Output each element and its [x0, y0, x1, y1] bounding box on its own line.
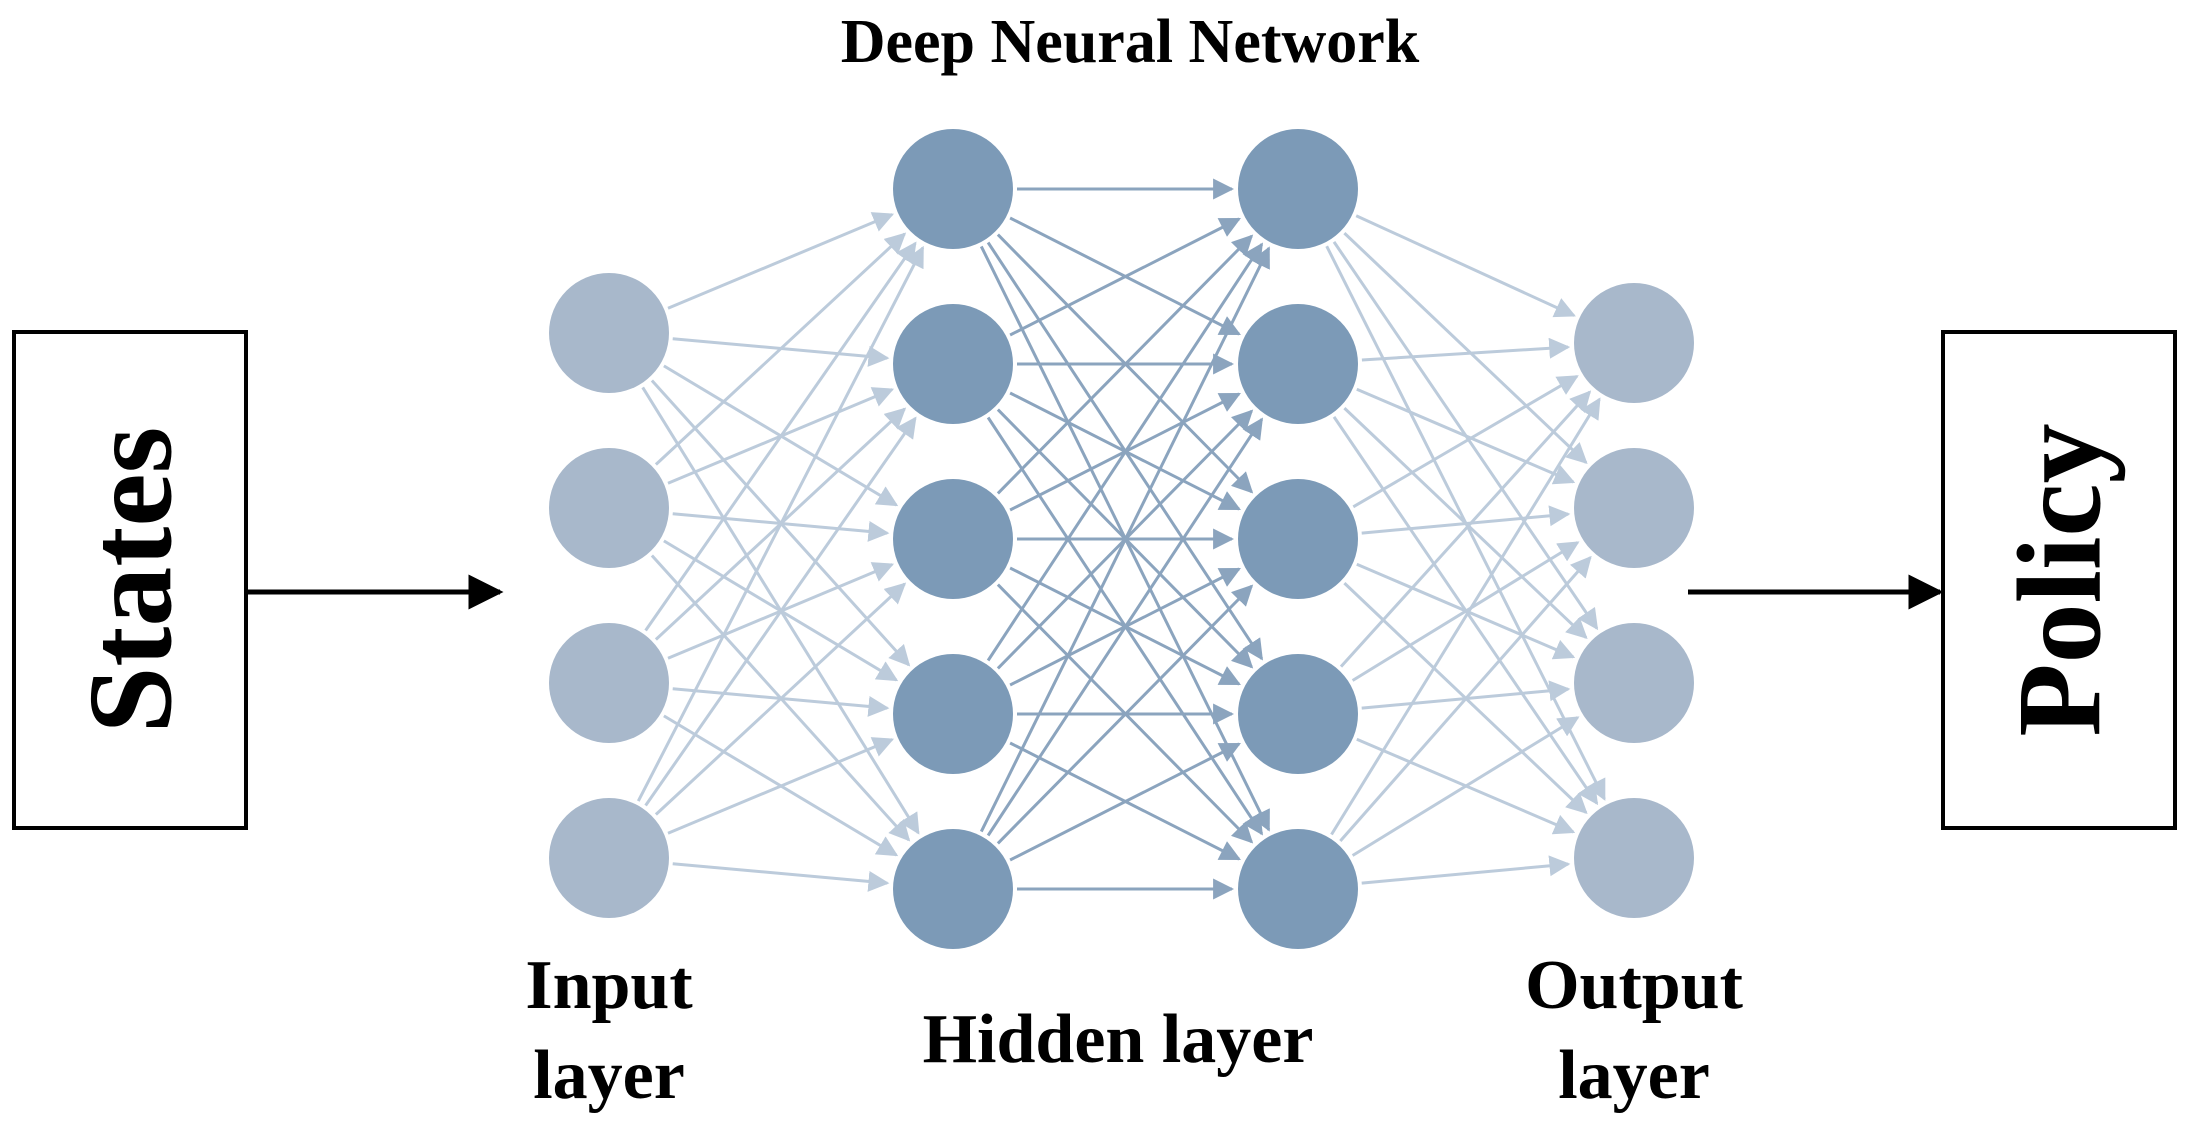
- connection-input-4-to-hidden1-4: [667, 737, 895, 835]
- hidden2-node-2: [1238, 304, 1358, 424]
- output-node-1: [1574, 283, 1694, 403]
- connection-hidden2-5-to-output-1: [1330, 397, 1601, 836]
- connection-hidden2-3-to-output-1: [1352, 375, 1579, 509]
- output-layer-label-line1: Output: [1525, 947, 1743, 1024]
- policy-label: Policy: [1993, 423, 2126, 736]
- connection-hidden2-1-to-output-2: [1343, 232, 1588, 465]
- connection-hidden1-5-to-hidden2-1: [979, 246, 1271, 833]
- hidden1-node-4: [893, 654, 1013, 774]
- connection-input-4-to-hidden1-2: [644, 416, 917, 807]
- hidden1-node-2: [893, 304, 1013, 424]
- hidden2-node-1: [1238, 129, 1358, 249]
- connection-hidden2-2-to-output-2: [1356, 387, 1576, 485]
- input-layer-label-line1: Input: [525, 947, 692, 1024]
- network-connections: [636, 178, 1606, 900]
- input-node-2: [549, 448, 669, 568]
- connection-hidden2-5-to-output-3: [1351, 716, 1580, 857]
- connection-input-4-to-hidden1-5: [672, 862, 890, 892]
- connection-hidden1-5-to-hidden2-3: [996, 584, 1254, 845]
- connection-hidden2-5-to-output-4: [1361, 855, 1571, 885]
- output-node-3: [1574, 623, 1694, 743]
- connection-input-1-to-hidden1-1: [667, 212, 895, 310]
- connection-hidden1-4-to-hidden2-1: [986, 242, 1264, 662]
- input-node-4: [549, 798, 669, 918]
- states-label: States: [64, 427, 197, 734]
- input-node-3: [549, 623, 669, 743]
- connection-hidden2-3-to-output-2: [1361, 505, 1571, 535]
- output-node-4: [1574, 798, 1694, 918]
- connection-hidden2-2-to-output-1: [1361, 337, 1571, 362]
- connection-hidden1-5-to-hidden2-4: [1009, 742, 1241, 862]
- connection-hidden1-2-to-hidden2-1: [1009, 217, 1241, 337]
- connection-input-3-to-hidden1-1: [644, 241, 917, 632]
- connection-hidden2-1-to-output-1: [1355, 214, 1576, 318]
- hidden1-node-3: [893, 479, 1013, 599]
- connection-hidden2-5-to-output-2: [1339, 555, 1592, 842]
- input-layer-label-line2: layer: [533, 1037, 685, 1114]
- output-node-2: [1574, 448, 1694, 568]
- network-nodes: [549, 129, 1694, 949]
- states-box: [12, 330, 248, 830]
- diagram-title: Deep Neural Network: [841, 8, 1420, 76]
- connection-hidden1-5-to-hidden2-2: [986, 417, 1264, 837]
- hidden1-node-1: [893, 129, 1013, 249]
- input-node-1: [549, 273, 669, 393]
- output-layer-label-line2: layer: [1558, 1037, 1710, 1114]
- connection-hidden2-4-to-output-2: [1351, 541, 1580, 682]
- hidden2-node-4: [1238, 654, 1358, 774]
- policy-box: [1941, 330, 2177, 830]
- hidden-layer-label: Hidden layer: [923, 1001, 1314, 1078]
- connection-hidden1-3-to-hidden2-1: [996, 234, 1254, 495]
- connection-input-4-to-hidden1-3: [654, 582, 907, 816]
- connection-hidden2-4-to-output-1: [1339, 390, 1592, 668]
- hidden1-node-5: [893, 829, 1013, 949]
- hidden2-node-5: [1238, 829, 1358, 949]
- connection-input-2-to-hidden1-1: [654, 232, 907, 466]
- hidden2-node-3: [1238, 479, 1358, 599]
- connection-input-4-to-hidden1-1: [636, 245, 925, 802]
